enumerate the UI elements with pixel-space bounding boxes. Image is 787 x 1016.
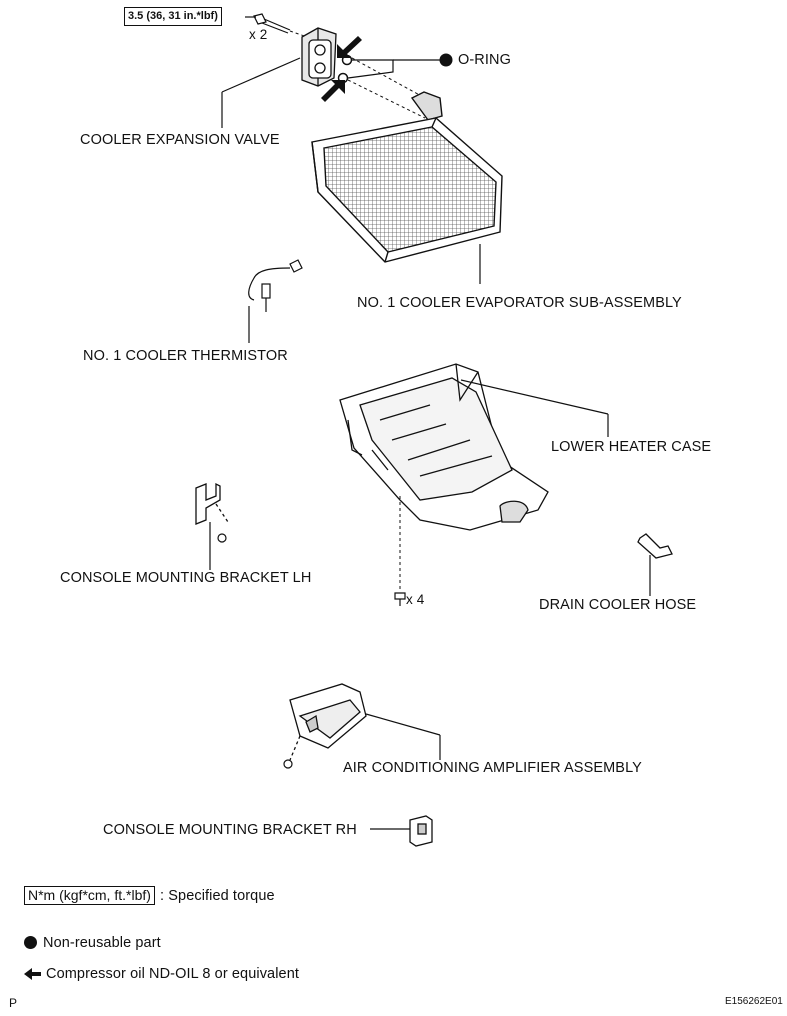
drain-cooler-hose-drawing bbox=[637, 533, 673, 559]
legend-non-reusable-text: Non-reusable part bbox=[43, 935, 161, 951]
oil-arrow-icon bbox=[337, 36, 362, 58]
bolt-icon bbox=[253, 13, 291, 34]
legend-torque-desc: : Specified torque bbox=[160, 888, 275, 904]
amplifier-label: AIR CONDITIONING AMPLIFIER ASSEMBLY bbox=[343, 760, 642, 776]
cooler-expansion-valve-drawing bbox=[301, 27, 337, 87]
o-ring-dot-icon bbox=[439, 53, 453, 67]
evaporator-label: NO. 1 COOLER EVAPORATOR SUB-ASSEMBLY bbox=[357, 295, 682, 311]
lower-heater-case-drawing bbox=[339, 363, 549, 531]
thermistor-label: NO. 1 COOLER THERMISTOR bbox=[83, 348, 288, 364]
oil-arrow-icon bbox=[24, 968, 41, 980]
bracket-rh-label: CONSOLE MOUNTING BRACKET RH bbox=[103, 822, 357, 838]
bracket-lh-label: CONSOLE MOUNTING BRACKET LH bbox=[60, 570, 312, 586]
o-ring-dot-icon bbox=[24, 936, 37, 949]
o-ring-parts bbox=[337, 54, 353, 84]
cooler-expansion-valve-label: COOLER EXPANSION VALVE bbox=[80, 132, 280, 148]
torque-spec-box: 3.5 (36, 31 in.*lbf) bbox=[124, 7, 222, 26]
bolt-quantity: x 2 bbox=[249, 27, 268, 42]
corner-mark: P bbox=[9, 996, 18, 1010]
drain-cooler-hose-label: DRAIN COOLER HOSE bbox=[539, 597, 697, 613]
thermistor-drawing bbox=[248, 259, 303, 312]
screw-icon bbox=[283, 759, 293, 769]
evaporator-drawing bbox=[311, 91, 503, 263]
legend-compressor-oil: Compressor oil ND-OIL 8 or equivalent bbox=[46, 966, 299, 982]
bracket-rh-drawing bbox=[409, 815, 433, 847]
screw-quantity: x 4 bbox=[406, 592, 425, 607]
lower-heater-case-label: LOWER HEATER CASE bbox=[551, 439, 712, 455]
legend-torque-units: N*m (kgf*cm, ft.*lbf) bbox=[24, 886, 155, 905]
o-ring-label: O-RING bbox=[458, 52, 511, 68]
screw-icon bbox=[217, 533, 227, 543]
bracket-lh-drawing bbox=[195, 482, 229, 525]
legend-non-reusable: Non-reusable part bbox=[24, 935, 161, 951]
figure-code: E156262E01 bbox=[725, 996, 783, 1007]
ac-amplifier-drawing bbox=[289, 683, 367, 761]
screw-icon bbox=[394, 592, 406, 606]
oil-arrow-icon bbox=[321, 80, 345, 102]
